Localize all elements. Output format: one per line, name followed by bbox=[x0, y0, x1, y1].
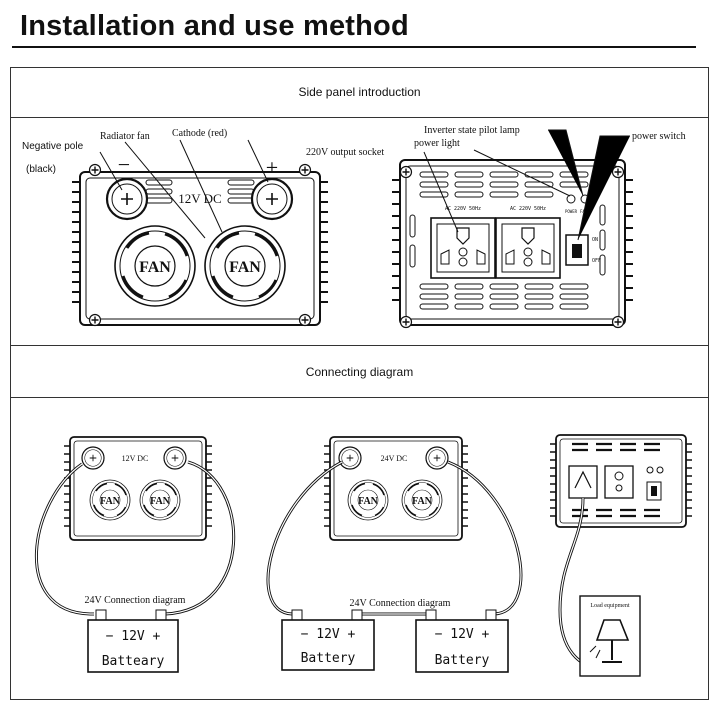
connection-caption: 24V Connection diagram bbox=[350, 598, 451, 609]
battery-label: Battery bbox=[435, 653, 490, 668]
ac-outlet-icon bbox=[430, 217, 496, 279]
side-fins-right bbox=[320, 181, 328, 303]
ac-outlet-icon bbox=[604, 465, 634, 499]
lamp-icon bbox=[589, 619, 630, 663]
battery-voltage: − 12V + bbox=[301, 627, 356, 642]
label-output-socket: 220V output socket bbox=[306, 147, 384, 158]
connection-diagram-middle: 24V DC FAN FAN 24V Connection diagram − … bbox=[266, 436, 523, 673]
fan-label: FAN bbox=[358, 496, 379, 507]
callouts-dc: Negative pole (black) Radiator fan Catho… bbox=[22, 128, 384, 239]
section-header-connecting: Connecting diagram bbox=[305, 365, 414, 379]
label-negative-color: (black) bbox=[26, 164, 56, 175]
screw-icon bbox=[399, 315, 413, 329]
fan-label: FAN bbox=[150, 496, 171, 507]
inverter-ac-panel: AC 220V 50Hz AC 220V 50Hz POWER FAULT ON… bbox=[392, 159, 633, 329]
screw-icon bbox=[611, 315, 625, 329]
screw-icon bbox=[611, 165, 625, 179]
screw-icon bbox=[298, 313, 312, 327]
voltage-mark: 24V DC bbox=[381, 454, 408, 463]
plus-mark: + bbox=[266, 155, 278, 180]
ac-outlet-icon bbox=[495, 217, 561, 279]
negative-terminal-icon bbox=[81, 446, 105, 470]
fan-label: FAN bbox=[229, 259, 261, 276]
battery-icon bbox=[281, 619, 375, 671]
battery-post bbox=[291, 609, 303, 621]
label-power-switch: power switch bbox=[632, 131, 686, 142]
battery-post bbox=[155, 609, 167, 621]
screw-icon bbox=[399, 165, 413, 179]
positive-terminal-icon bbox=[163, 446, 187, 470]
battery-label: Batteary bbox=[102, 654, 165, 669]
fan-label: FAN bbox=[412, 496, 433, 507]
connection-diagram-load: Load equipment bbox=[550, 434, 692, 677]
power-lamp-icon bbox=[566, 194, 576, 204]
page-title: Installation and use method bbox=[20, 10, 409, 42]
content-frame bbox=[10, 67, 709, 700]
section-header-side-panel: Side panel introduction bbox=[298, 85, 421, 99]
positive-terminal-icon bbox=[250, 177, 294, 221]
switch-rocker bbox=[572, 244, 582, 258]
battery-post bbox=[95, 609, 107, 621]
screw-icon bbox=[298, 163, 312, 177]
minus-mark: − bbox=[118, 152, 130, 177]
vent-row-bottom bbox=[419, 283, 589, 310]
power-lamp-icon bbox=[646, 466, 654, 474]
label-negative-pole: Negative pole bbox=[22, 141, 84, 152]
label-cathode: Cathode (red) bbox=[172, 128, 227, 139]
title-underline bbox=[12, 46, 696, 48]
voltage-mark: 12V DC bbox=[122, 454, 149, 463]
battery-voltage: − 12V + bbox=[106, 629, 161, 644]
fault-lamp-icon bbox=[656, 466, 664, 474]
load-label: Load equipment bbox=[590, 603, 629, 609]
vent-icon bbox=[227, 179, 255, 204]
switch-on-mark: ON bbox=[592, 237, 598, 243]
divider-3 bbox=[10, 397, 709, 398]
screw-icon bbox=[88, 163, 102, 177]
battery-post bbox=[425, 609, 437, 621]
switch-off-mark: OFF bbox=[592, 258, 601, 264]
label-radiator-fan: Radiator fan bbox=[100, 131, 150, 142]
inverter-dc-panel: − + 12V DC FAN FAN bbox=[72, 152, 328, 327]
negative-terminal-icon bbox=[338, 446, 362, 470]
battery-voltage: − 12V + bbox=[435, 627, 490, 642]
voltage-mark: 12V DC bbox=[178, 191, 221, 206]
fan-label: FAN bbox=[139, 259, 171, 276]
connection-caption: 24V Connection diagram bbox=[85, 595, 186, 606]
socket-label: AC 220V 50Hz bbox=[445, 206, 481, 212]
divider-1 bbox=[10, 117, 709, 118]
battery-post bbox=[351, 609, 363, 621]
battery-label: Battery bbox=[301, 651, 356, 666]
battery-post bbox=[485, 609, 497, 621]
callouts-ac: Inverter state pilot lamp power light po… bbox=[414, 125, 686, 241]
power-mark: POWER bbox=[565, 209, 578, 214]
positive-terminal-icon bbox=[425, 446, 449, 470]
battery-icon bbox=[415, 619, 509, 673]
divider-2 bbox=[10, 345, 709, 346]
side-fins-left bbox=[72, 181, 80, 303]
label-pilot-lamp: Inverter state pilot lamp bbox=[424, 125, 520, 136]
battery-icon bbox=[87, 619, 179, 673]
screw-icon bbox=[88, 313, 102, 327]
connection-diagram-left: 12V DC FAN FAN 24V Connection diagram − … bbox=[34, 436, 236, 673]
vent-column-sides bbox=[409, 204, 606, 276]
negative-terminal-icon bbox=[105, 177, 149, 221]
socket-label: AC 220V 50Hz bbox=[510, 206, 546, 212]
fan-label: FAN bbox=[100, 496, 121, 507]
label-power-light: power light bbox=[414, 138, 460, 149]
